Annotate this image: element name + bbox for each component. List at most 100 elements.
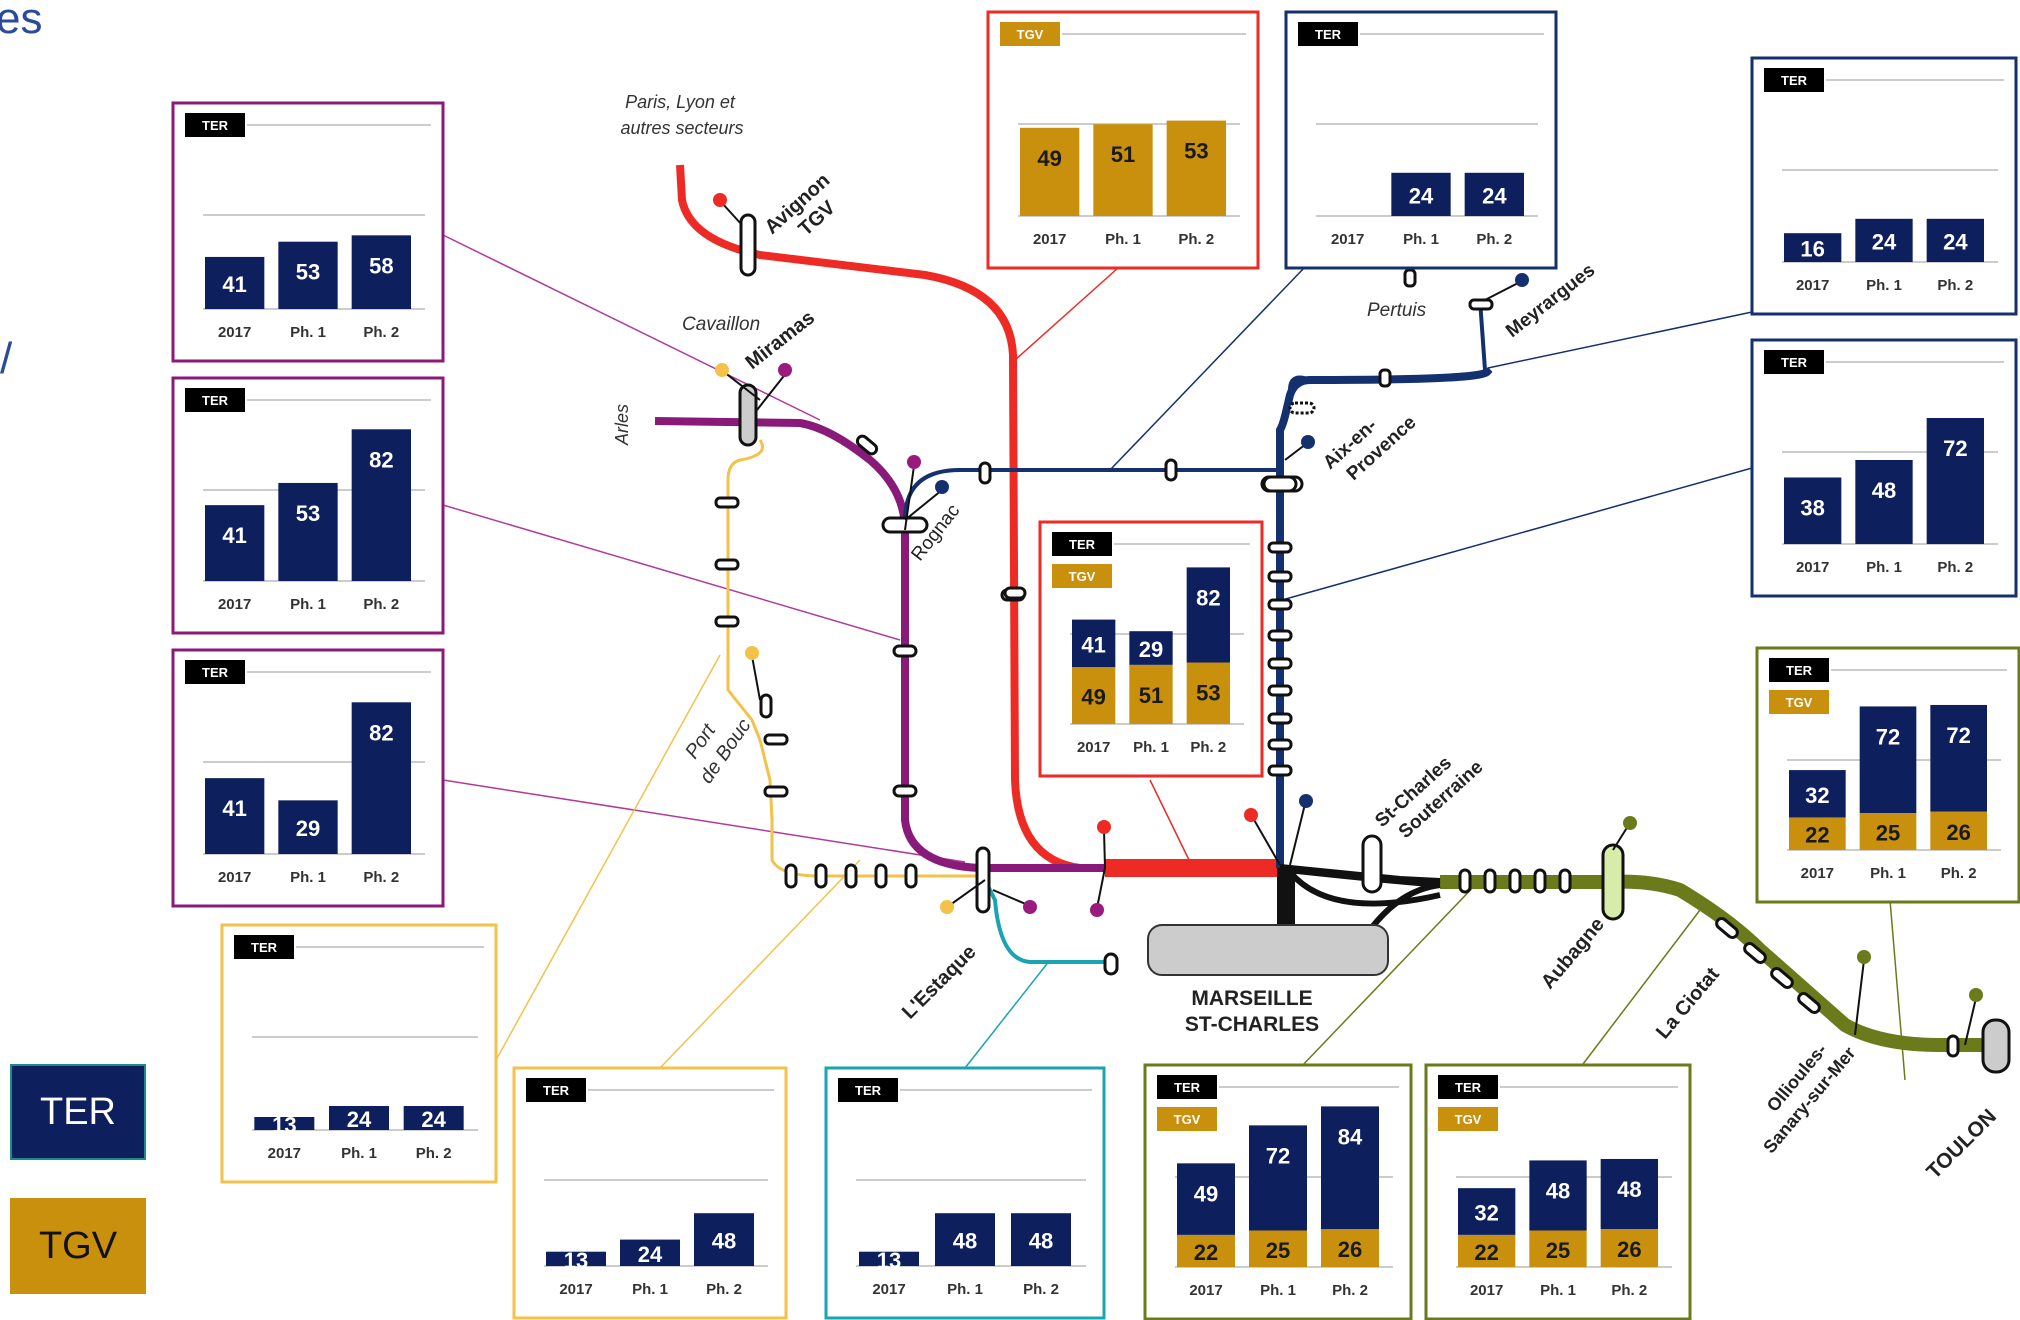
bar-tgv — [1093, 124, 1153, 216]
tag-tgv-badge — [1000, 22, 1060, 46]
tag-ter-badge — [1298, 22, 1358, 46]
tag-ter-badge — [1052, 532, 1112, 556]
bar-ter — [859, 1251, 919, 1266]
bar-value-label: 32 — [1805, 783, 1829, 808]
bar-tgv — [1020, 127, 1080, 216]
bar-value-label: 53 — [296, 260, 320, 285]
category-label: 2017 — [872, 1281, 905, 1298]
category-label: 2017 — [268, 1145, 301, 1162]
tag-ter-label: TER — [855, 1083, 882, 1098]
tag-tgv-badge — [1438, 1107, 1498, 1131]
bar-tgv — [1930, 811, 1987, 850]
bar-value-label: 32 — [1474, 1201, 1498, 1226]
bar-ter — [1186, 567, 1230, 663]
bar-value-label: 48 — [1546, 1178, 1570, 1203]
category-label: 2017 — [1077, 739, 1110, 756]
line-paris — [676, 164, 1280, 872]
bar-ter — [1789, 770, 1846, 818]
bar-value-label: 48 — [1029, 1229, 1053, 1254]
bar-ter — [254, 1117, 315, 1130]
category-label: Ph. 2 — [363, 324, 399, 341]
bar-value-label: 53 — [1184, 139, 1208, 164]
bar-value-label: 29 — [296, 816, 320, 841]
category-label: Ph. 2 — [363, 596, 399, 613]
tag-ter-badge — [526, 1078, 586, 1102]
category-label: 2017 — [1796, 277, 1829, 294]
bar-value-label: 13 — [877, 1248, 901, 1273]
category-label: Ph. 1 — [1105, 231, 1141, 248]
origin-note-line1: Paris, Lyon et — [625, 92, 736, 112]
station-estaque: L'Estaque — [898, 941, 981, 1024]
tag-ter-badge — [185, 388, 245, 412]
bar-value-label: 72 — [1266, 1143, 1290, 1168]
bar-ter — [1011, 1213, 1071, 1266]
tag-ter-badge — [1764, 350, 1824, 374]
bar-value-label: 82 — [1196, 585, 1220, 610]
category-label: Ph. 2 — [1178, 231, 1214, 248]
tag-ter-label: TER — [1781, 73, 1808, 88]
bar-value-label: 22 — [1805, 823, 1829, 848]
bar-value-label: 82 — [369, 447, 393, 472]
bar-value-label: 24 — [421, 1107, 446, 1132]
bar-ter — [1784, 477, 1842, 544]
chart-connectors — [442, 234, 1906, 1081]
bar-ter — [1926, 218, 1984, 262]
tag-ter-badge — [1769, 658, 1829, 682]
bar-value-label: 48 — [712, 1229, 736, 1254]
tag-ter-label: TER — [251, 940, 278, 955]
legend-tgv: TGV — [10, 1198, 146, 1294]
category-label: Ph. 2 — [416, 1145, 452, 1162]
station-marseille-line2: ST-CHARLES — [1185, 1013, 1319, 1036]
tag-ter-badge — [234, 935, 294, 959]
chart-frame — [1750, 56, 2018, 316]
tag-tgv-badge — [1157, 1107, 1217, 1131]
bar-value-label: 22 — [1194, 1240, 1218, 1265]
category-label: Ph. 2 — [706, 1281, 742, 1298]
category-label: Ph. 1 — [341, 1145, 377, 1162]
category-label: Ph. 1 — [290, 596, 326, 613]
bar-value-label: 16 — [1800, 237, 1824, 262]
bar-value-label: 49 — [1194, 1181, 1218, 1206]
bar-value-label: 48 — [1617, 1177, 1641, 1202]
line-cote-bleue — [726, 439, 980, 878]
bar-value-label: 38 — [1800, 496, 1824, 521]
line-miramas — [654, 417, 1105, 872]
bar-ter — [694, 1213, 754, 1266]
bar-ter — [1529, 1160, 1587, 1231]
bar-value-label: 53 — [296, 501, 320, 526]
bar-value-label: 24 — [347, 1107, 372, 1132]
bar-value-label: 25 — [1266, 1238, 1290, 1263]
bar-ter — [1391, 172, 1451, 216]
category-label: 2017 — [1331, 231, 1364, 248]
tag-tgv-badge — [1769, 690, 1829, 714]
bar-value-label: 24 — [638, 1242, 663, 1267]
bar-ter — [329, 1106, 389, 1130]
line-estaque — [983, 879, 1110, 964]
bar-value-label: 82 — [369, 720, 393, 745]
bar-value-label: 25 — [1876, 821, 1900, 846]
edge-text-fragment: es — [0, 0, 43, 43]
category-label: Ph. 1 — [1540, 1282, 1576, 1299]
bar-value-label: 13 — [564, 1248, 588, 1273]
bar-value-label: 84 — [1338, 1124, 1363, 1149]
bar-ter — [935, 1213, 995, 1266]
bar-value-label: 26 — [1946, 820, 1970, 845]
category-label: 2017 — [218, 596, 251, 613]
category-label: 2017 — [1033, 231, 1066, 248]
tag-ter-label: TER — [543, 1083, 570, 1098]
category-label: Ph. 1 — [1866, 277, 1902, 294]
station-marseille-line1: MARSEILLE — [1191, 987, 1312, 1010]
category-label: Ph. 1 — [1870, 865, 1906, 882]
bar-value-label: 51 — [1139, 683, 1163, 708]
tag-tgv-label: TGV — [1174, 1112, 1201, 1127]
bar-value-label: 41 — [1081, 632, 1105, 657]
bar-value-label: 26 — [1338, 1237, 1362, 1262]
category-label: Ph. 2 — [1937, 277, 1973, 294]
edge-text-fragment: / — [0, 334, 13, 383]
